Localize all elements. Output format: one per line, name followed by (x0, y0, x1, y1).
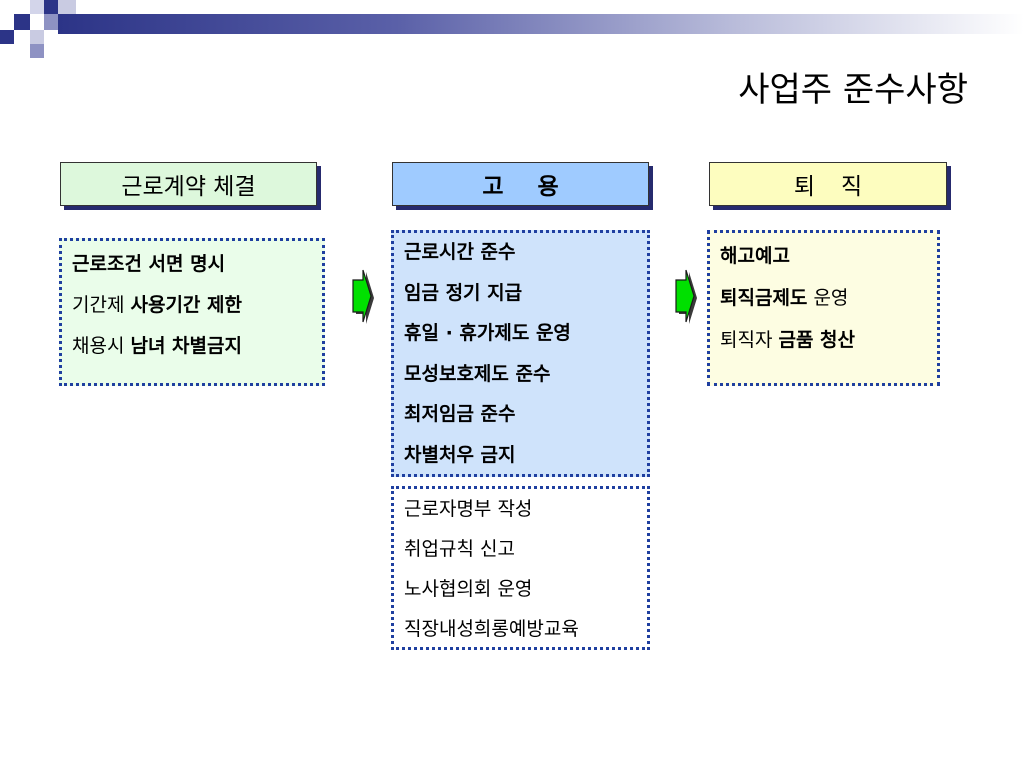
list-item: 차별처우 금지 (404, 443, 516, 466)
header-employment: 고용 (392, 162, 649, 206)
list-item: 채용시 남녀 차별금지 (72, 335, 242, 357)
list-item: 근로시간 준수 (404, 241, 516, 263)
contract-box: 근로조건 서면 명시 기간제 사용기간 제한 채용시 남녀 차별금지 (59, 238, 325, 386)
employment-extra-box: 근로자명부 작성 취업규칙 신고 노사협의회 운영 직장내성희롱예방교육 (391, 486, 650, 650)
list-item: 모성보호제도 준수 (404, 362, 551, 385)
list-item: 근로조건 서면 명시 (72, 253, 226, 275)
list-item: 퇴직자 금품 청산 (720, 329, 856, 351)
header-contract: 근로계약 체결 (60, 162, 317, 206)
list-item: 해고예고 (720, 245, 790, 267)
list-item: 노사협의회 운영 (404, 578, 533, 600)
list-item: 휴일 · 휴가제도 운영 (404, 322, 571, 344)
list-item: 취업규칙 신고 (404, 538, 515, 560)
header-contract-label: 근로계약 체결 (121, 174, 256, 200)
list-item: 직장내성희롱예방교육 (404, 618, 579, 640)
list-item: 퇴직금제도 운영 (720, 287, 849, 309)
list-item: 임금 정기 지급 (404, 281, 523, 304)
list-item: 근로자명부 작성 (404, 498, 533, 520)
list-item: 기간제 사용기간 제한 (72, 294, 242, 316)
header-employment-label: 고용 (482, 174, 593, 200)
employment-box: 근로시간 준수 임금 정기 지급 휴일 · 휴가제도 운영 모성보호제도 준수 … (391, 230, 650, 477)
arrow-right-icon (352, 269, 374, 324)
arrow-right-icon (675, 269, 697, 324)
list-item: 최저임금 준수 (404, 403, 516, 425)
header-retirement: 퇴직 (709, 162, 947, 206)
corner-squares-decoration (0, 0, 80, 64)
slide-title: 사업주 준수사항 (738, 70, 968, 110)
retirement-box: 해고예고 퇴직금제도 운영 퇴직자 금품 청산 (707, 230, 940, 386)
title-gradient-bar (58, 14, 1024, 34)
header-retirement-label: 퇴직 (793, 174, 889, 200)
